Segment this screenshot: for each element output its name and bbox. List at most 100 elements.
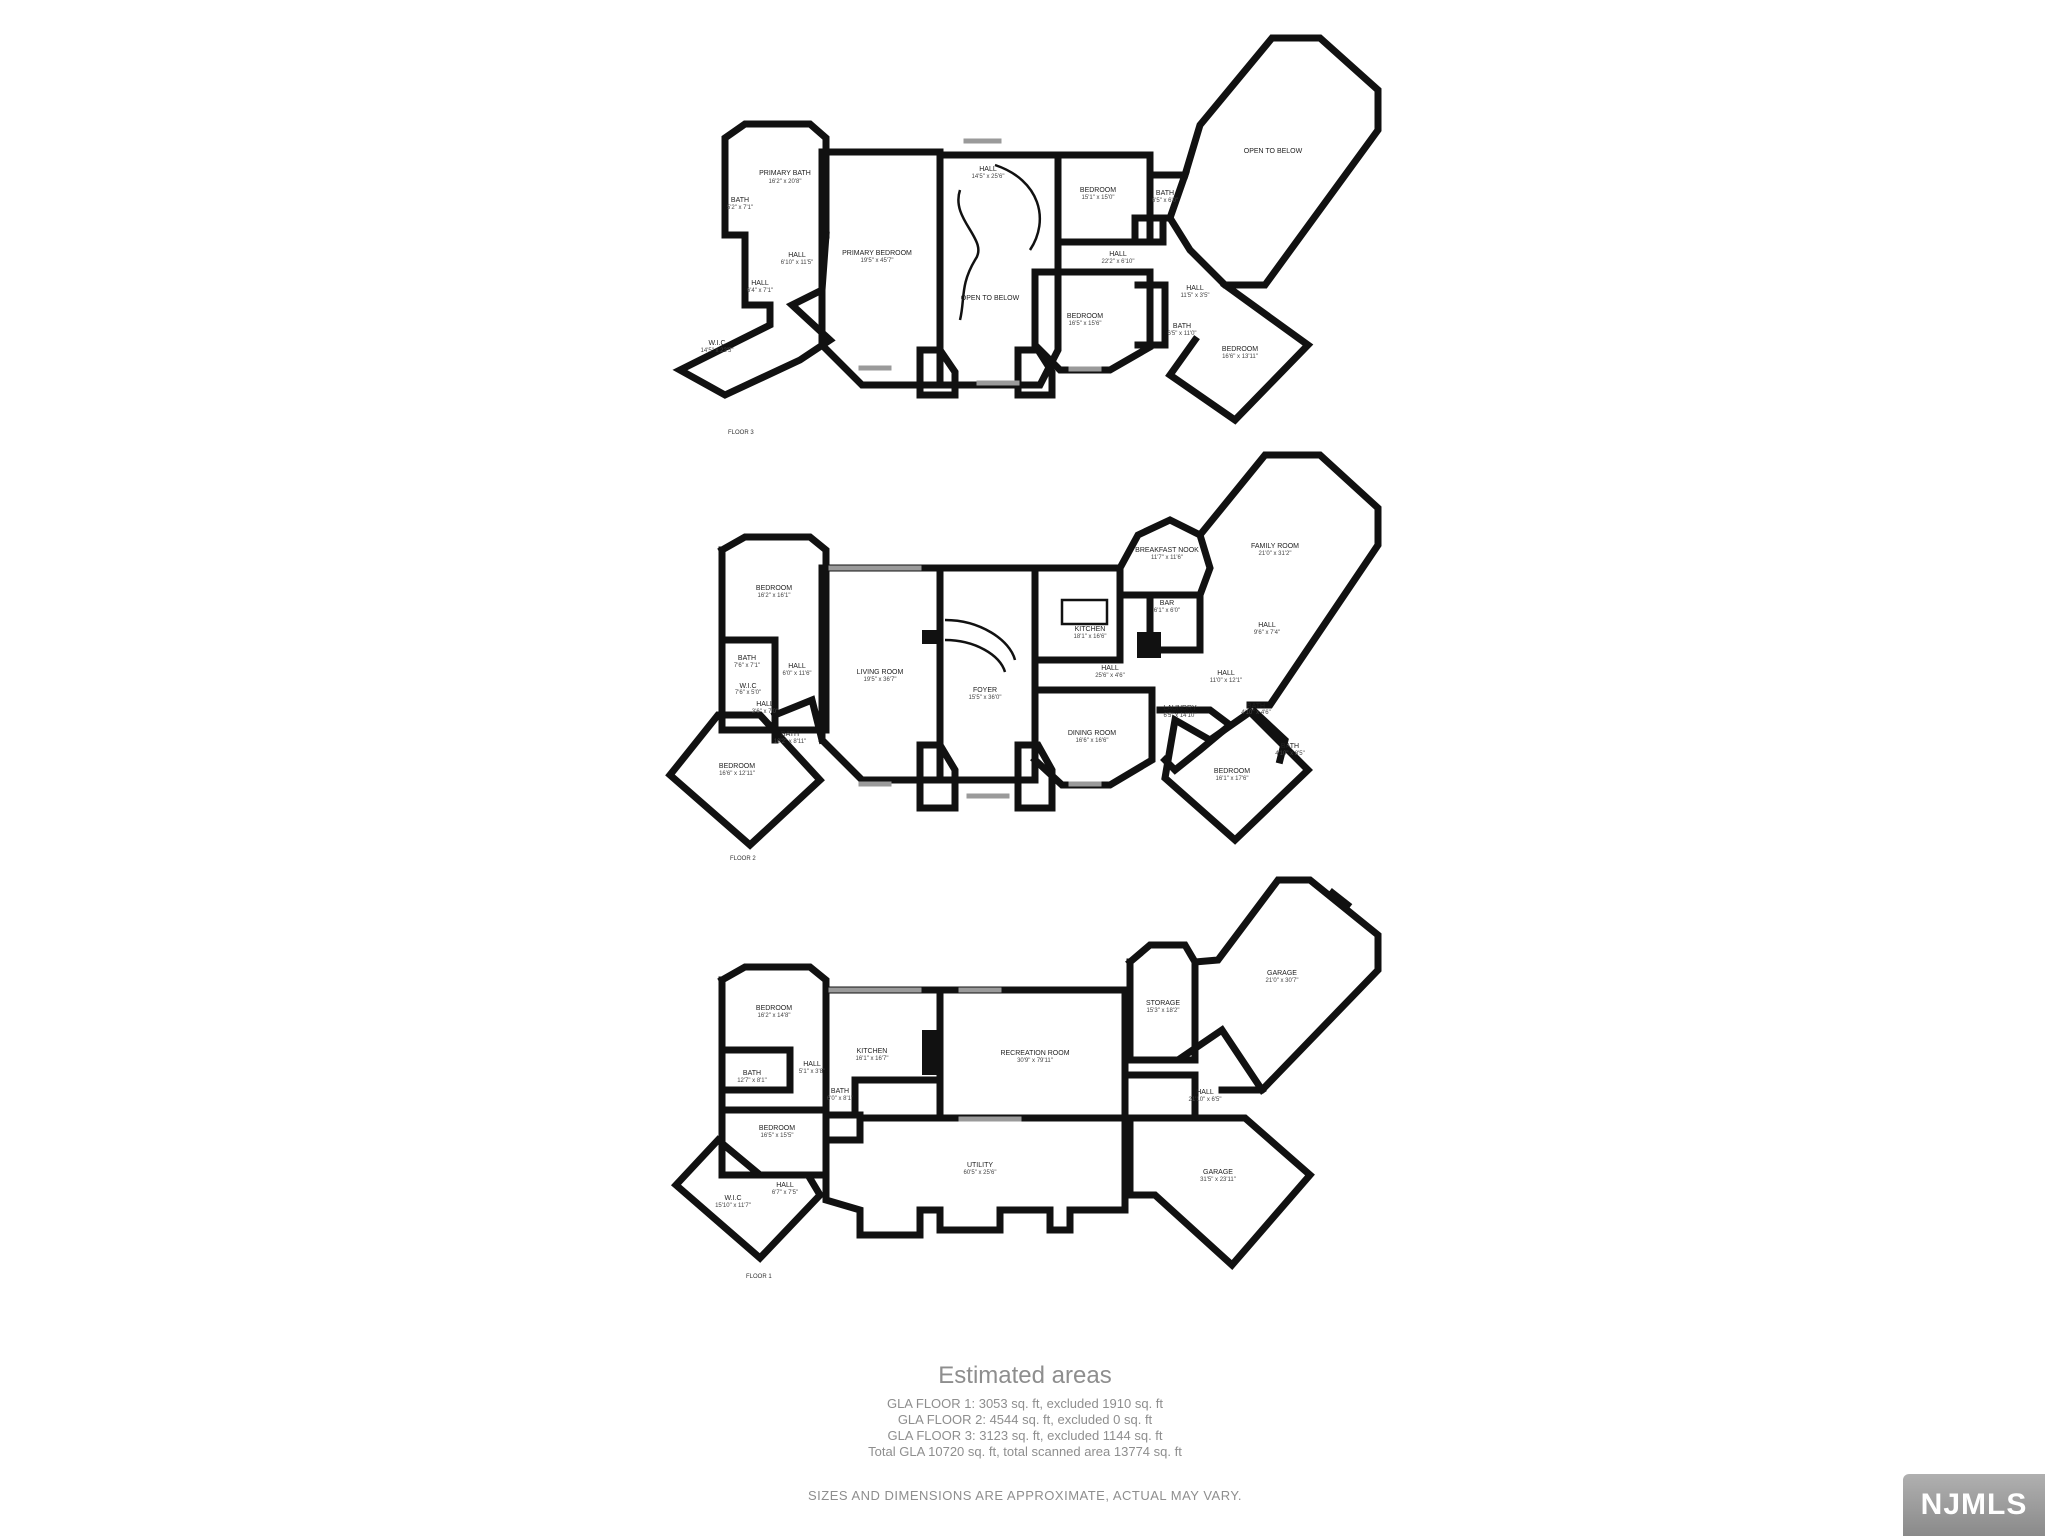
- room-label: HALL: [1258, 622, 1276, 629]
- floor-label: FLOOR 3: [728, 430, 754, 436]
- room-label: BATH: [731, 197, 749, 204]
- room-label: BATH: [738, 655, 756, 662]
- room-dims: 22'2" x 6'10": [1102, 259, 1135, 265]
- room-label: HALL: [788, 252, 806, 259]
- room-label: HALL: [1109, 251, 1127, 258]
- room-dims: 6'5" x 11'0": [1167, 331, 1196, 337]
- room-label: HALL: [1217, 670, 1235, 677]
- room-label: HALL: [1186, 285, 1204, 292]
- room-dims: 16'5" x 15'5": [761, 1133, 794, 1139]
- room-dims: 10'2" x 8'11": [774, 739, 806, 745]
- room-label: BATH: [1247, 703, 1265, 710]
- room-dims: 3'6" x 7'0": [752, 709, 778, 715]
- room-label: BREAKFAST NOOK: [1135, 547, 1199, 554]
- room-label: OPEN TO BELOW: [1244, 148, 1303, 155]
- room-label: BATH: [743, 1070, 761, 1077]
- room-label: HALL: [788, 663, 806, 670]
- room-dims: 6'10" x 11'5": [781, 260, 813, 266]
- room-label: PRIMARY BATH: [759, 170, 811, 177]
- room-label: DINING ROOM: [1068, 730, 1116, 737]
- room-dims: 16'2" x 14'8": [758, 1013, 791, 1019]
- room-label: BEDROOM: [1222, 346, 1258, 353]
- room-dims: 6'5" x 6'0": [1152, 198, 1178, 204]
- room-dims: 6'0" x 8'1": [827, 1096, 853, 1102]
- room-dims: 11'7" x 11'6": [1151, 555, 1183, 561]
- room-dims: 16'6" x 12'11": [719, 771, 755, 777]
- room-dims: 16'1" x 16'7": [856, 1056, 889, 1062]
- area-line: GLA FLOOR 1: 3053 sq. ft, excluded 1910 …: [886, 1396, 1164, 1411]
- room-label: GARAGE: [1267, 970, 1297, 977]
- room-label: BEDROOM: [1214, 768, 1250, 775]
- room-label: HALL: [803, 1061, 821, 1068]
- room-label: BEDROOM: [1080, 187, 1116, 194]
- room-label: BATH: [831, 1088, 849, 1095]
- room-label: BEDROOM: [1067, 313, 1103, 320]
- room-dims: 5'2" x 7'1": [727, 205, 753, 211]
- floor-label: FLOOR 1: [746, 1274, 772, 1280]
- room-label: BATH: [1156, 190, 1174, 197]
- room-label: HALL: [1196, 1089, 1214, 1096]
- room-label: W.I.C: [724, 1195, 741, 1202]
- room-dims: 21'0" x 31'2": [1259, 551, 1292, 557]
- room-dims: 5'1" x 3'8": [799, 1069, 825, 1075]
- room-dims: 15'10" x 11'7": [715, 1203, 751, 1209]
- room-label: HALL: [751, 280, 769, 287]
- floor-3-plan: PRIMARY BATH 16'2" x 20'8" BATH 5'2" x 7…: [672, 34, 1382, 436]
- logo-text: NJMLS: [1920, 1488, 2028, 1521]
- room-label: RECREATION ROOM: [1000, 1050, 1069, 1057]
- room-label: LIVING ROOM: [857, 669, 904, 676]
- room-dims: 9'6" x 7'4": [1254, 630, 1280, 636]
- njmls-logo: NJMLS: [1903, 1474, 2045, 1536]
- room-label: HALL: [756, 701, 774, 708]
- area-line: GLA FLOOR 2: 4544 sq. ft, excluded 0 sq.…: [897, 1412, 1153, 1427]
- room-label: BEDROOM: [719, 763, 755, 770]
- room-label: OPEN TO BELOW: [961, 295, 1020, 302]
- room-label: W.I.C: [708, 340, 725, 347]
- floor-2-plan: BEDROOM 16'2" x 16'1" BATH 7'6" x 7'1" H…: [665, 451, 1382, 862]
- disclaimer: SIZES AND DIMENSIONS ARE APPROXIMATE, AC…: [808, 1488, 1242, 1503]
- room-dims: 15'3" x 18'2": [1147, 1008, 1180, 1014]
- room-label: STORAGE: [1146, 1000, 1180, 1007]
- room-dims: 6'1" x 6'0": [1154, 608, 1180, 614]
- room-label: BATH: [1173, 323, 1191, 330]
- room-label: FAMILY ROOM: [1251, 543, 1299, 550]
- room-label: FOYER: [973, 687, 997, 694]
- room-label: LAUNDRY: [1163, 705, 1197, 712]
- room-label: BATH: [781, 731, 799, 738]
- room-dims: 4'10" x 4'6": [1241, 710, 1271, 716]
- floor-label: FLOOR 2: [730, 856, 756, 862]
- room-dims: 16'2" x 20'8": [769, 179, 802, 185]
- room-dims: 30'9" x 79'11": [1017, 1058, 1053, 1064]
- room-dims: 15'1" x 15'0": [1082, 195, 1115, 201]
- room-dims: 19'5" x 36'7": [864, 677, 897, 683]
- room-dims: 16'2" x 16'1": [758, 593, 791, 599]
- room-label: GARAGE: [1203, 1169, 1233, 1176]
- room-label: BEDROOM: [759, 1125, 795, 1132]
- areas-heading: Estimated areas: [938, 1362, 1112, 1389]
- room-dims: 14'5" x 25'6": [972, 174, 1005, 180]
- room-dims: 12'7" x 8'1": [737, 1078, 767, 1084]
- room-dims: 25'6" x 4'6": [1095, 673, 1125, 679]
- room-label: BEDROOM: [756, 585, 792, 592]
- room-dims: 18'1" x 16'6": [1074, 634, 1107, 640]
- room-dims: 16'5" x 15'6": [1069, 321, 1102, 327]
- room-label: HALL: [1101, 665, 1119, 672]
- room-dims: 31'5" x 23'11": [1200, 1177, 1236, 1183]
- room-dims: 14'5" x 22'5": [701, 348, 734, 354]
- room-dims: 16'6" x 13'11": [1222, 354, 1258, 360]
- room-dims: 6'0" x 11'6": [782, 671, 811, 677]
- room-label: HALL: [776, 1182, 794, 1189]
- room-label: BATH: [1281, 743, 1299, 750]
- room-label: BEDROOM: [756, 1005, 792, 1012]
- room-dims: 6'4" x 7'1": [747, 288, 773, 294]
- room-dims: 4'10" x 8'5": [1275, 751, 1305, 757]
- room-dims: 11'5" x 3'5": [1180, 293, 1209, 299]
- room-label: KITCHEN: [1075, 626, 1106, 633]
- room-dims: 7'6" x 7'1": [734, 663, 760, 669]
- room-dims: 15'5" x 36'0": [969, 695, 1002, 701]
- room-dims: 7'6" x 5'0": [735, 690, 761, 696]
- room-dims: 6'5" x 14'10": [1164, 713, 1197, 719]
- room-label: BAR: [1160, 600, 1174, 607]
- room-dims: 21'0" x 30'7": [1266, 978, 1299, 984]
